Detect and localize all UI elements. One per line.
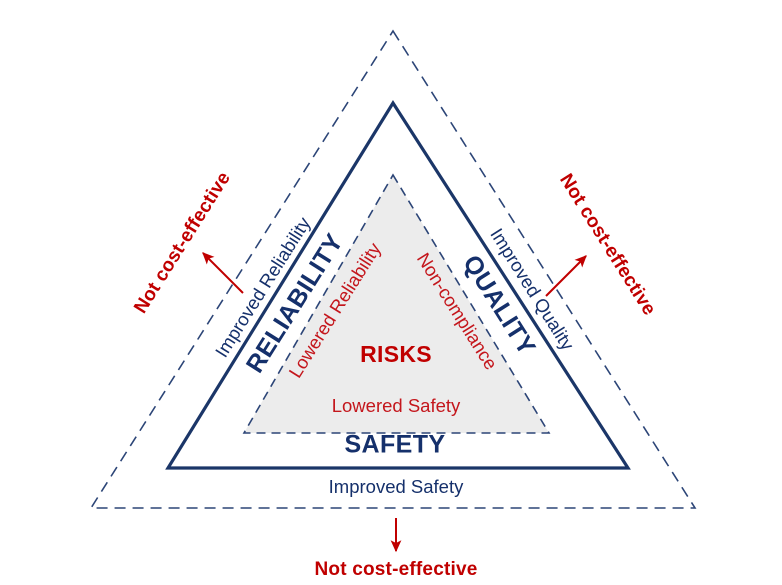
inner-risk-zone [242, 173, 551, 434]
risk-title: RISKS [360, 341, 432, 367]
arrow-right [545, 255, 587, 297]
cost-callout-right: Not cost-effective [555, 170, 660, 319]
outer-benefit-boundary [89, 29, 697, 509]
core-label-safety: SAFETY [344, 431, 445, 459]
cost-callout-left: Not cost-effective [130, 168, 235, 317]
risk-label-lowered-safety: Lowered Safety [332, 395, 461, 416]
core-triangle-outline [165, 99, 631, 470]
cost-callout-bottom: Not cost-effective [314, 559, 477, 580]
benefit-label-improved-safety: Improved Safety [329, 476, 464, 497]
arrow-left [202, 252, 244, 294]
